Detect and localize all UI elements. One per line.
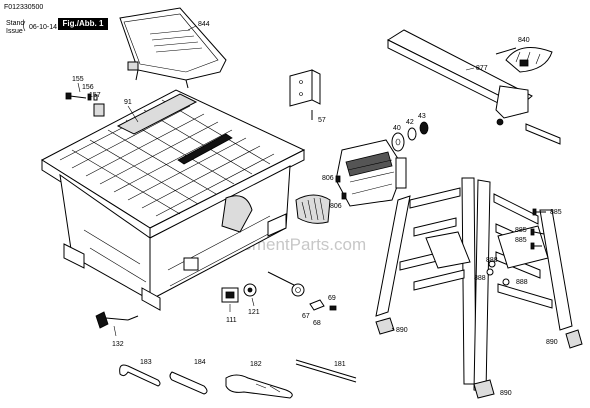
part-label-156: 156 (82, 84, 94, 91)
part-label-888-b: 888 (474, 275, 486, 282)
issue-date: 06-10-14 (29, 24, 58, 31)
part-label-890-right: 890 (546, 339, 558, 346)
part-label-890-left: 890 (396, 327, 408, 334)
power-cord-132 (95, 311, 139, 329)
bevel-handle-rod (267, 271, 337, 311)
knob-121 (243, 283, 257, 297)
part-label-68: 68 (313, 320, 321, 327)
part-label-877: 877 (476, 65, 488, 72)
part-label-182: 182 (250, 361, 262, 368)
part-label-67: 67 (302, 313, 310, 320)
nut-888-b (486, 268, 494, 276)
part-label-91: 91 (124, 99, 132, 106)
brush-806-bottom (341, 192, 347, 200)
bolt-885-b (530, 228, 545, 236)
arbor-nut-43 (419, 121, 429, 135)
foot-890-left (375, 317, 395, 335)
part-label-57: 57 (318, 117, 326, 124)
push-stick-182 (225, 374, 293, 399)
part-label-181: 181 (334, 361, 346, 368)
miter-gauge (495, 47, 553, 73)
part-label-157: 157 (89, 92, 101, 99)
bracket-57 (289, 69, 321, 120)
part-label-888-a: 888 (486, 257, 498, 264)
part-label-840: 840 (518, 37, 530, 44)
part-label-111: 111 (226, 317, 237, 324)
part-label-42: 42 (406, 119, 414, 126)
arbor-washer-42 (407, 127, 417, 141)
issue-label: Issue (6, 28, 23, 35)
foot-890-bottom (473, 379, 495, 399)
nut-888-c (502, 278, 510, 286)
part-label-885-c: 885 (515, 237, 527, 244)
doc-number: F012330500 (4, 4, 44, 11)
part-label-40: 40 (393, 125, 401, 132)
part-label-885-b: 885 (515, 227, 527, 234)
nut-888-a (488, 260, 496, 268)
switch-111 (221, 287, 239, 303)
stand-label: Stand (6, 20, 25, 27)
leg-stand (375, 177, 573, 393)
part-label-184: 184 (194, 359, 206, 366)
motor-cover (295, 194, 331, 224)
part-label-69: 69 (328, 295, 336, 302)
bolt-885-c (530, 242, 542, 250)
part-label-183: 183 (140, 359, 152, 366)
wrench-183 (119, 364, 161, 387)
issue-bracket (23, 20, 26, 32)
table-saw (40, 89, 306, 311)
bolt-885-a (532, 208, 546, 216)
blade-guard (119, 7, 227, 89)
insert-block (93, 103, 105, 117)
part-label-844: 844 (198, 21, 210, 28)
wrench-184 (169, 371, 208, 395)
motor-assembly (335, 139, 407, 207)
part-label-885-a: 885 (550, 209, 562, 216)
part-label-43: 43 (418, 113, 426, 120)
part-label-806-top: 806 (322, 175, 334, 182)
screw-assembly-155 (65, 92, 98, 101)
brush-806-top (335, 175, 341, 183)
part-label-121: 121 (248, 309, 260, 316)
part-label-890-bottom: 890 (500, 390, 512, 397)
part-label-155: 155 (72, 76, 84, 83)
rip-fence (386, 29, 561, 145)
part-label-806-bottom: 806 (330, 203, 342, 210)
part-label-888-c: 888 (516, 279, 528, 286)
figure-label: Fig./Abb. 1 (58, 18, 108, 30)
part-label-132: 132 (112, 341, 124, 348)
arbor-flange-40 (391, 132, 405, 152)
rod-181 (295, 359, 357, 383)
foot-890-right (565, 329, 583, 349)
